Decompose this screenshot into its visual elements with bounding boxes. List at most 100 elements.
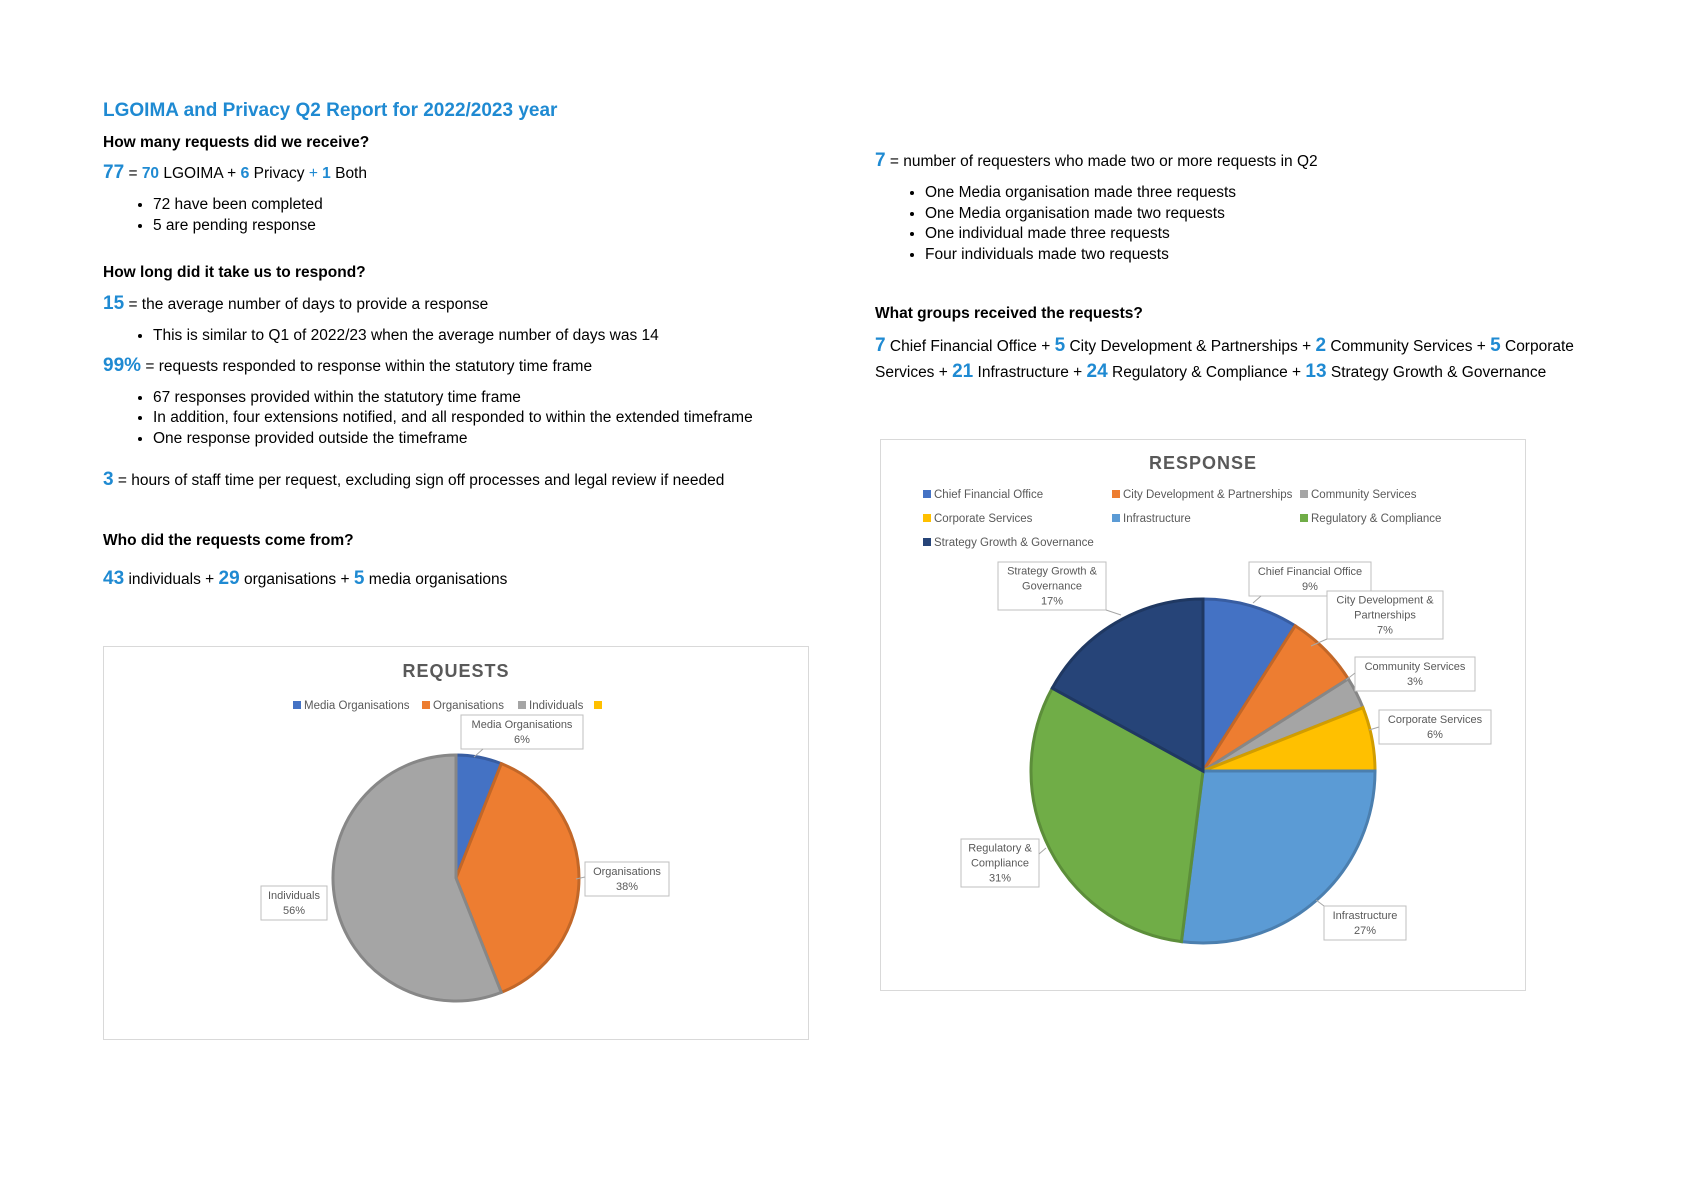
individuals-number: 43 [103, 568, 125, 589]
legend-swatch [518, 701, 526, 709]
data-label-percent: 7% [1377, 625, 1393, 637]
data-label-category: Community Services [1365, 661, 1466, 673]
source-summary: 43 individuals + 29 organisations + 5 me… [103, 568, 823, 591]
groups-summary: 7 Chief Financial Office + 5 City Develo… [875, 333, 1615, 385]
group-number: 21 [952, 361, 974, 382]
days-text: = the average number of days to provide … [124, 296, 489, 313]
data-label-category: City Development & [1336, 595, 1434, 607]
group-text: Infrastructure + [973, 364, 1087, 381]
group-number: 5 [1054, 335, 1066, 356]
data-label-category: Infrastructure [1333, 910, 1398, 922]
legend-label: Media Organisations [304, 700, 410, 712]
section-heading-groups: What groups received the requests? [875, 305, 1143, 322]
pie-slice-individuals [331, 753, 504, 1003]
requests-bullets: 72 have been completed 5 are pending res… [103, 195, 823, 236]
repeat-text: = number of requesters who made two or m… [885, 153, 1318, 170]
legend-item-city-development-and-partnerships: City Development & Partnerships [1112, 489, 1293, 501]
group-number: 7 [875, 335, 886, 356]
legend-item-chief-financial-office: Chief Financial Office [923, 489, 1043, 501]
data-label-category: Chief Financial Office [1258, 566, 1362, 578]
leader-line [1345, 672, 1356, 681]
privacy-number: 6 [240, 165, 250, 182]
pie-slice-strategy-growth-and-governance [1050, 597, 1205, 774]
media-number: 5 [353, 568, 365, 589]
legend-swatch [1112, 490, 1120, 498]
data-label-category: Individuals [268, 890, 320, 902]
list-item: This is similar to Q1 of 2022/23 when th… [153, 326, 823, 347]
plus-text: + [308, 165, 323, 182]
list-item: One Media organisation made two requests [925, 204, 1615, 225]
section-heading-requests: How many requests did we receive? [103, 134, 370, 151]
data-label-category: Compliance [971, 858, 1029, 870]
data-label-percent: 6% [1427, 729, 1443, 741]
legend-item-unnamed [594, 701, 602, 709]
left-column: LGOIMA and Privacy Q2 Report for 2022/20… [103, 100, 823, 591]
total-number: 77 [103, 162, 125, 183]
legend-swatch [923, 538, 931, 546]
data-label-category: Regulatory & [968, 843, 1032, 855]
data-label-chief-financial-office: Chief Financial Office 9% [1248, 561, 1372, 604]
data-label-percent: 56% [283, 905, 305, 917]
data-label-category: Media Organisations [472, 719, 573, 731]
leader-line [1252, 595, 1262, 604]
pie-slice-regulatory-and-compliance [1029, 686, 1205, 944]
list-item: 72 have been completed [153, 195, 823, 216]
legend-label: City Development & Partnerships [1123, 489, 1293, 501]
list-item: One Media organisation made three reques… [925, 183, 1615, 204]
group-text: Community Services + [1326, 338, 1491, 355]
data-label-individuals: Individuals 56% [260, 885, 328, 921]
data-label-category: Strategy Growth & [1007, 566, 1098, 578]
legend-label: Organisations [433, 700, 504, 712]
leader-line [473, 748, 484, 758]
both-text: Both [330, 165, 367, 182]
hours-text: = hours of staff time per request, exclu… [113, 472, 725, 489]
section-heading-respond: How long did it take us to respond? [103, 264, 366, 281]
data-label-percent: 3% [1407, 676, 1423, 688]
days-bullets: This is similar to Q1 of 2022/23 when th… [103, 326, 823, 347]
legend-label: Strategy Growth & Governance [934, 537, 1094, 549]
legend-item-strategy-growth-and-governance: Strategy Growth & Governance [923, 537, 1094, 549]
legend-item-corporate-services: Corporate Services [923, 513, 1033, 525]
list-item: In addition, four extensions notified, a… [153, 408, 823, 429]
legend-swatch [1300, 490, 1308, 498]
group-number: 13 [1305, 361, 1327, 382]
group-text: Regulatory & Compliance + [1107, 364, 1306, 381]
legend-swatch [293, 701, 301, 709]
days-summary: 15 = the average number of days to provi… [103, 293, 823, 316]
data-label-percent: 9% [1302, 581, 1318, 593]
repeat-summary: 7 = number of requesters who made two or… [875, 150, 1615, 173]
group-number: 24 [1086, 361, 1108, 382]
leader-line [575, 876, 586, 880]
equals-text: = [124, 165, 142, 182]
list-item: 5 are pending response [153, 216, 823, 237]
hours-summary: 3 = hours of staff time per request, exc… [103, 469, 823, 492]
legend-swatch [1112, 514, 1120, 522]
pct-summary: 99% = requests responded to response wit… [103, 355, 823, 378]
right-column: 7 = number of requesters who made two or… [875, 150, 1615, 385]
legend-item-community-services: Community Services [1300, 489, 1417, 501]
group-text: City Development & Partnerships + [1065, 338, 1316, 355]
chart-title: RESPONSE [1149, 453, 1257, 473]
group-text: Corporate Services + [875, 338, 1574, 381]
organisations-number: 29 [218, 568, 240, 589]
list-item: Four individuals made two requests [925, 245, 1615, 266]
list-item: One response provided outside the timefr… [153, 429, 823, 450]
leader-line [1105, 609, 1122, 616]
privacy-text: Privacy [249, 165, 309, 182]
group-number: 2 [1315, 335, 1327, 356]
data-label-media-organisations: Media Organisations 6% [460, 714, 584, 758]
legend-swatch [923, 514, 931, 522]
legend-label: Infrastructure [1123, 513, 1191, 525]
page-title: LGOIMA and Privacy Q2 Report for 2022/20… [103, 100, 558, 121]
legend-swatch [1300, 514, 1308, 522]
data-label-percent: 38% [616, 881, 638, 893]
data-label-percent: 6% [514, 734, 530, 746]
pie-slice-chief-financial-office [1201, 597, 1298, 777]
requests-summary: 77 = 70 LGOIMA + 6 Privacy + 1 Both [103, 162, 823, 185]
data-label-category: Governance [1022, 581, 1082, 593]
legend-label: Individuals [529, 700, 584, 712]
pct-number: 99% [103, 354, 142, 376]
